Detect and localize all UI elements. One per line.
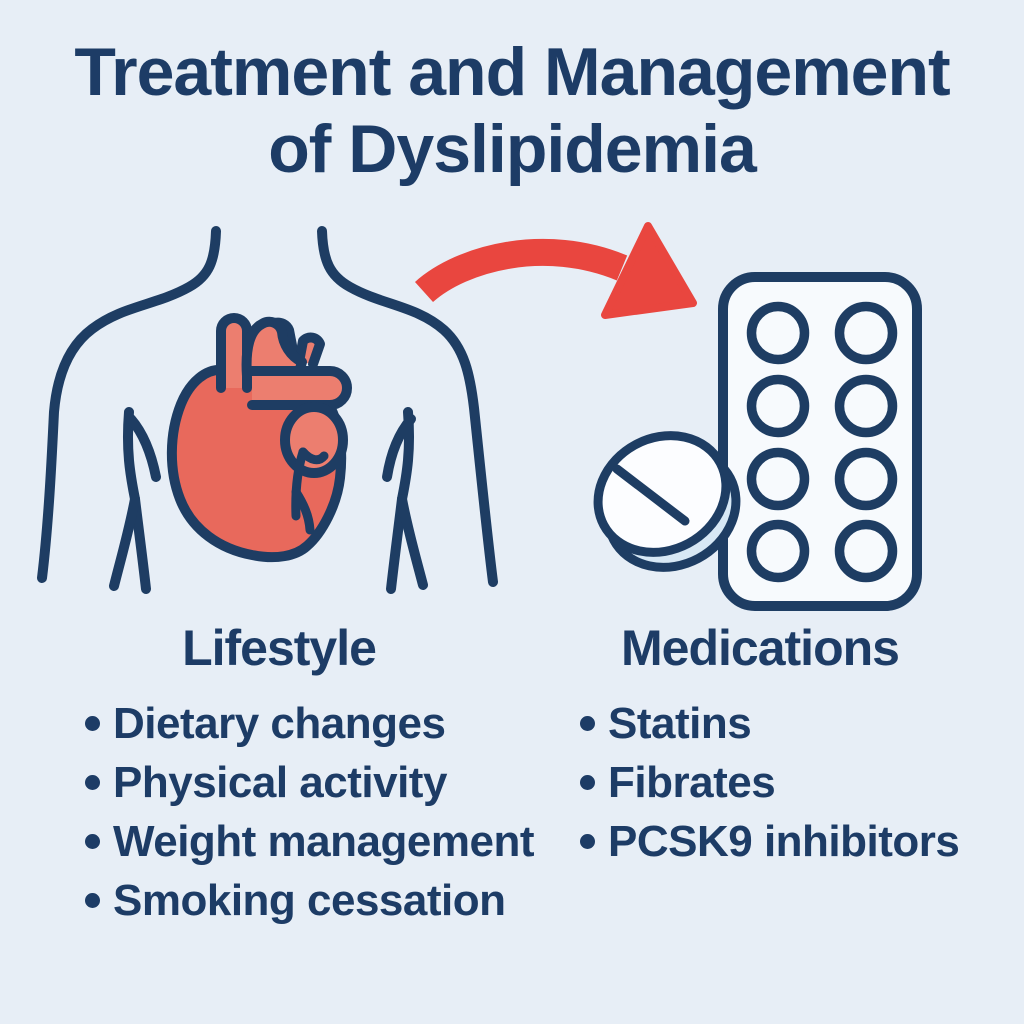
heart-coronary-branch (291, 487, 315, 535)
list-item: Physical activity (85, 753, 534, 812)
list-item-label: Smoking cessation (113, 875, 506, 925)
bullet-dot-icon (85, 834, 100, 849)
heart-vena-cava (216, 313, 252, 393)
list-item-label: PCSK9 inhibitors (608, 816, 960, 866)
list-item: Weight management (85, 812, 534, 871)
medications-list: Statins Fibrates PCSK9 inhibitors (580, 694, 960, 871)
bullet-dot-icon (85, 775, 100, 790)
list-item: PCSK9 inhibitors (580, 812, 960, 871)
bullet-dot-icon (580, 716, 595, 731)
round-scored-tablet-icon (593, 431, 741, 572)
list-item: Smoking cessation (85, 871, 534, 930)
list-item: Dietary changes (85, 694, 534, 753)
heart-coronary-branch (298, 447, 329, 465)
title-line-1: Treatment and Management (74, 34, 950, 110)
heart-vessel-stub (294, 332, 325, 369)
list-item: Fibrates (580, 753, 959, 812)
blister-pack-icon (718, 272, 922, 611)
list-item-label: Physical activity (113, 757, 447, 807)
curved-arrow-icon (415, 222, 697, 319)
infographic-title: Treatment and Management of Dyslipidemia (0, 34, 1024, 188)
lifestyle-list: Dietary changes Physical activity Weight… (85, 694, 534, 930)
anatomical-heart-icon (166, 313, 352, 563)
list-item-label: Dietary changes (113, 698, 446, 748)
bullet-dot-icon (85, 893, 100, 908)
torso-outline-icon (37, 226, 498, 594)
heart-pulmonary-trunk (247, 366, 352, 410)
section-heading-medications: Medications (621, 620, 900, 676)
bullet-dot-icon (85, 716, 100, 731)
list-item: Statins (580, 694, 959, 753)
bullet-dot-icon (580, 834, 595, 849)
list-item-label: Fibrates (608, 757, 776, 807)
section-heading-lifestyle: Lifestyle (182, 620, 377, 676)
title-line-2: of Dyslipidemia (268, 111, 757, 187)
list-item-label: Weight management (113, 816, 534, 866)
bullet-dot-icon (580, 775, 595, 790)
list-item-label: Statins (608, 698, 752, 748)
